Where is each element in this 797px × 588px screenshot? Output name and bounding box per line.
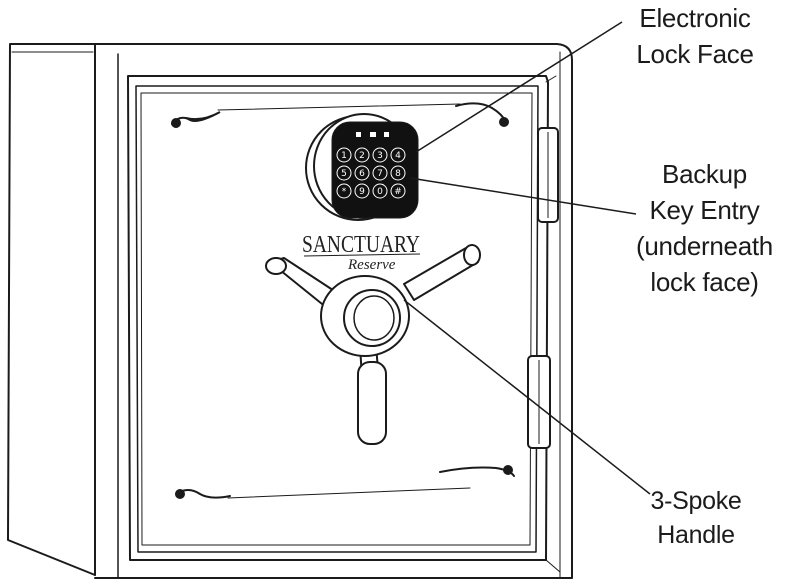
label-3-spoke-handle: 3-Spoke Handle — [626, 484, 766, 552]
safe-side-panel — [7, 43, 96, 576]
keypad-key-ring — [390, 165, 406, 181]
keypad-key-ring — [336, 183, 352, 199]
label-line: 3-Spoke — [650, 487, 742, 515]
brand-name: SANCTUARY — [302, 232, 420, 258]
keypad-key-ring — [354, 183, 370, 199]
keypad-key-6: 6 — [359, 169, 365, 179]
keypad-key-9: 9 — [359, 187, 365, 197]
leader-handle — [403, 299, 651, 495]
keypad-key-0: 0 — [377, 187, 383, 197]
leader-lock-face — [415, 21, 623, 153]
leader-key-entry — [409, 177, 637, 215]
keypad-key-8: 8 — [395, 169, 401, 179]
keypad-key-1: 1 — [341, 151, 347, 161]
label-line: lock face) — [650, 267, 759, 297]
label-line: Key Entry — [649, 195, 760, 225]
keypad-key-ring — [372, 183, 388, 199]
keypad-key-hash: # — [394, 187, 402, 197]
keypad-key-ring — [390, 183, 406, 199]
keypad-key-5: 5 — [341, 169, 347, 179]
lower-hinge — [527, 355, 551, 449]
keypad-key-ring — [372, 147, 388, 163]
label-line: Lock Face — [636, 39, 754, 69]
label-line: Electronic — [639, 3, 751, 33]
brand-sub: Reserve — [347, 257, 396, 273]
safe-door — [127, 75, 549, 561]
keypad-key-3: 3 — [377, 151, 383, 161]
keypad-key-star: * — [342, 187, 347, 197]
label-line: Backup — [662, 159, 747, 189]
brand-logo: SANCTUARY Reserve — [302, 232, 421, 273]
upper-hinge — [537, 127, 559, 223]
keypad-key-7: 7 — [377, 169, 383, 179]
ornament-top — [171, 102, 509, 128]
keypad-key-ring — [336, 165, 352, 181]
electronic-lock: 1 2 3 4 5 6 7 8 * 9 0 # — [305, 113, 419, 221]
spoke-handle — [265, 244, 481, 445]
keypad-keys: 1 2 3 4 5 6 7 8 * 9 0 # — [336, 147, 406, 199]
ornament-bottom — [175, 465, 515, 499]
label-line: (underneath — [636, 231, 773, 261]
keypad-key-2: 2 — [359, 151, 365, 161]
keypad-key-ring — [372, 165, 388, 181]
keypad-key-4: 4 — [395, 151, 401, 161]
keypad-key-ring — [336, 147, 352, 163]
keypad-key-ring — [354, 147, 370, 163]
leader-lines — [403, 21, 651, 495]
label-electronic-lock-face: Electronic Lock Face — [600, 0, 790, 72]
keypad-key-ring — [354, 165, 370, 181]
safe-front-frame — [94, 43, 573, 579]
label-backup-key-entry: Backup Key Entry (underneath lock face) — [612, 156, 797, 300]
label-line: Handle — [657, 521, 735, 549]
keypad-panel — [331, 121, 419, 219]
keypad-key-ring — [390, 147, 406, 163]
